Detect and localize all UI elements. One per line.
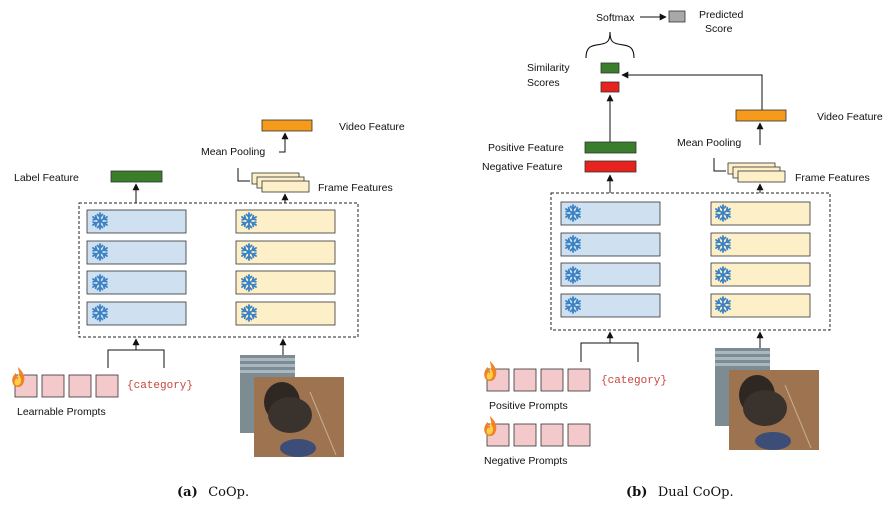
category-placeholder: {category} xyxy=(601,375,667,387)
positive-similarity-box xyxy=(600,62,620,74)
negative-similarity-box xyxy=(600,81,620,93)
text-encoder xyxy=(86,209,187,326)
video-frames-image xyxy=(715,348,819,450)
caption-b-tag: (b) xyxy=(626,485,647,500)
mean-pooling-label: Mean Pooling xyxy=(201,146,265,158)
mean-pooling-label: Mean Pooling xyxy=(677,137,741,149)
caption-a: (a) CoOp. xyxy=(177,483,249,500)
video-feature-label: Video Feature xyxy=(817,111,883,123)
softmax-label: Softmax xyxy=(596,12,635,24)
trainable-fire-icon xyxy=(484,361,497,381)
positive-feature-label: Positive Feature xyxy=(488,142,564,154)
video-encoder xyxy=(710,201,811,318)
caption-a-tag: (a) xyxy=(177,485,198,500)
learnable-prompts-label: Learnable Prompts xyxy=(17,406,106,418)
negative-feature-label: Negative Feature xyxy=(482,161,563,173)
softmax-brace xyxy=(585,31,635,59)
video-encoder xyxy=(235,209,336,326)
learnable-prompt-tokens xyxy=(14,374,119,398)
trainable-fire-icon xyxy=(484,416,497,436)
panel-b-dual-coop: Softmax Predicted Score Similarity Score… xyxy=(482,9,883,467)
video-frames-image xyxy=(240,355,344,457)
similarity-scores-label-2: Scores xyxy=(527,77,560,89)
similarity-scores-label: Similarity xyxy=(527,62,570,74)
encoder-container xyxy=(550,192,831,331)
predicted-score-label: Predicted xyxy=(699,9,744,21)
predicted-score-box xyxy=(668,10,686,23)
negative-feature-box xyxy=(584,160,637,173)
frame-features-stack xyxy=(251,172,310,193)
panel-a-coop: Video Feature Mean Pooling Frame Feature… xyxy=(12,119,405,457)
label-feature-box xyxy=(110,170,163,183)
negative-prompt-tokens xyxy=(486,423,591,447)
category-placeholder: {category} xyxy=(127,380,193,392)
video-feature-box xyxy=(735,109,787,122)
caption-b-text: Dual CoOp. xyxy=(658,485,734,500)
predicted-score-label-2: Score xyxy=(705,23,733,35)
video-feature-box xyxy=(261,119,313,132)
frame-features-stack xyxy=(727,162,786,183)
video-feature-label: Video Feature xyxy=(339,121,405,133)
text-encoder xyxy=(560,201,661,318)
frame-features-label: Frame Features xyxy=(795,172,870,184)
negative-prompts-label: Negative Prompts xyxy=(484,455,567,467)
positive-prompts-label: Positive Prompts xyxy=(489,400,568,412)
positive-feature-box xyxy=(584,141,637,154)
frame-features-label: Frame Features xyxy=(318,182,393,194)
trainable-fire-icon xyxy=(12,367,25,387)
encoder-container xyxy=(78,202,359,338)
positive-prompt-tokens xyxy=(486,368,591,392)
caption-b: (b) Dual CoOp. xyxy=(626,483,734,500)
label-feature-label: Label Feature xyxy=(14,172,79,184)
caption-a-text: CoOp. xyxy=(208,485,249,500)
